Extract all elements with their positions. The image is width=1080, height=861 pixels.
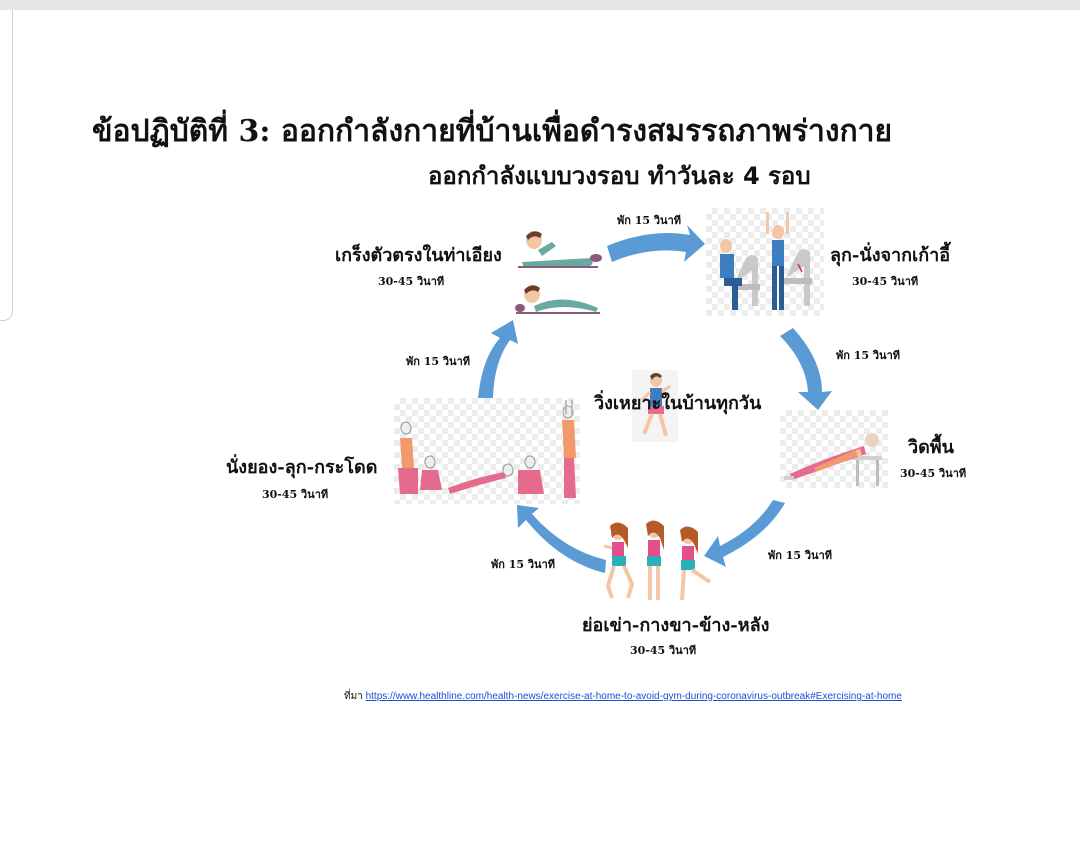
source-line: ที่มา https://www.healthline.com/health-… xyxy=(344,689,902,704)
top-bar xyxy=(0,0,1080,10)
rest-label-3: พัก 15 วินาที xyxy=(768,549,833,562)
page-title: ข้อปฏิบัติที่ 3: ออกกำลังกายที่บ้านเพื่อ… xyxy=(92,114,893,149)
rest-label-5: พัก 15 วินาที xyxy=(406,355,471,368)
lunge-image xyxy=(603,520,712,601)
arrow-top xyxy=(607,225,705,262)
center-label: วิ่งเหยาะในบ้านทุกวัน xyxy=(594,393,762,414)
rest-label-2: พัก 15 วินาที xyxy=(836,349,901,362)
exercise-4-duration: 30-45 วินาที xyxy=(630,644,697,657)
source-prefix: ที่มา xyxy=(344,691,363,702)
rest-label-4: พัก 15 วินาที xyxy=(491,558,556,571)
source-link[interactable]: https://www.healthline.com/health-news/e… xyxy=(365,691,902,702)
exercise-2-name: ลุก-นั่งจากเก้าอี้ xyxy=(830,245,951,266)
exercise-4-name: ย่อเข่า-กางขา-ข้าง-หลัง xyxy=(582,615,770,636)
arrow-left xyxy=(478,320,518,398)
exercise-3-name: วิดพื้น xyxy=(908,437,954,458)
jogging-image xyxy=(632,370,678,442)
chair-squat-image xyxy=(706,208,824,316)
arrow-right xyxy=(780,328,832,410)
arrow-bottom-right xyxy=(704,500,785,567)
exercise-2-duration: 30-45 วินาที xyxy=(852,275,919,288)
exercise-3-duration: 30-45 วินาที xyxy=(900,467,967,480)
exercise-1-name: เกร็งตัวตรงในท่าเอียง xyxy=(335,245,502,266)
burpee-image xyxy=(394,398,580,504)
arrow-bottom-left xyxy=(517,505,606,573)
exercise-1-duration: 30-45 วินาที xyxy=(378,275,445,288)
pushup-image xyxy=(780,410,888,488)
page-subtitle: ออกกำลังแบบวงรอบ ทำวันละ 4 รอบ xyxy=(428,162,811,190)
exercise-5-duration: 30-45 วินาที xyxy=(262,488,329,501)
side-plank-image xyxy=(515,231,602,314)
exercise-5-name: นั่งยอง-ลุก-กระโดด xyxy=(226,457,378,478)
rest-label-1: พัก 15 วินาที xyxy=(617,214,682,227)
